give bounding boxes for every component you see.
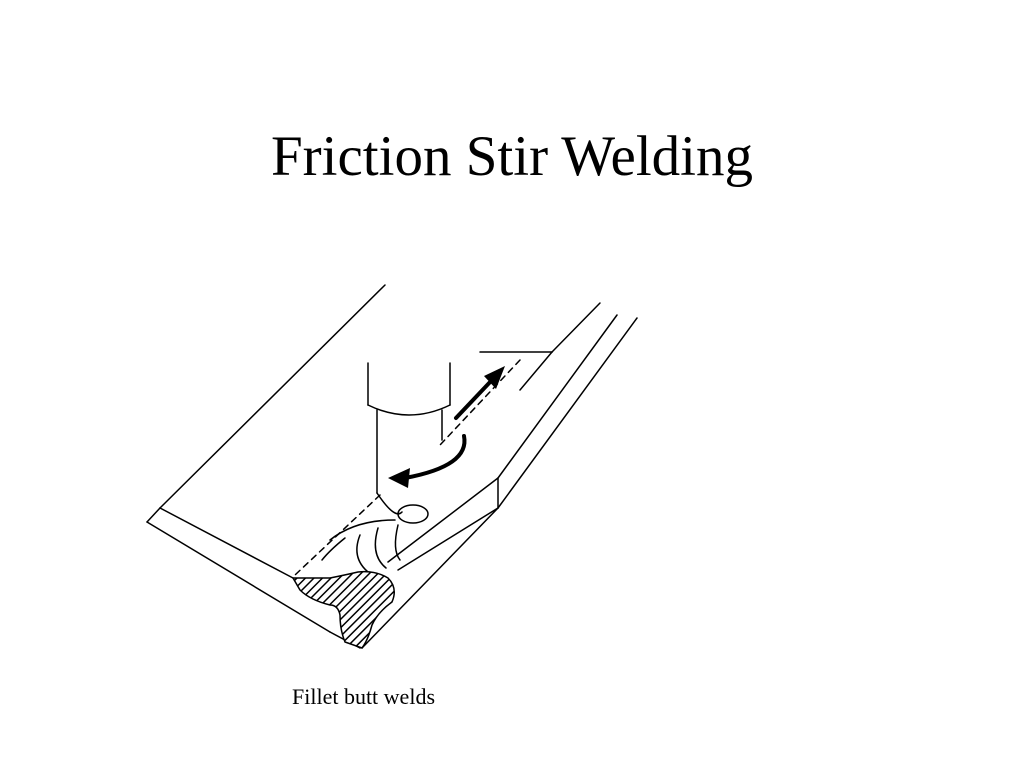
weld-flow-lines xyxy=(321,519,401,576)
slide-title: Friction Stir Welding xyxy=(270,125,754,188)
left-plate xyxy=(146,284,386,649)
welding-tool-pin xyxy=(376,409,443,524)
weld-nugget-cross-section xyxy=(291,570,395,649)
figure-caption: Fillet butt welds xyxy=(292,684,435,709)
rotation-arrow-icon xyxy=(388,434,467,488)
weld-seam-line xyxy=(294,359,521,576)
welding-tool-shoulder xyxy=(367,362,451,416)
travel-direction-arrow-icon xyxy=(454,366,505,420)
right-plate xyxy=(361,302,638,649)
